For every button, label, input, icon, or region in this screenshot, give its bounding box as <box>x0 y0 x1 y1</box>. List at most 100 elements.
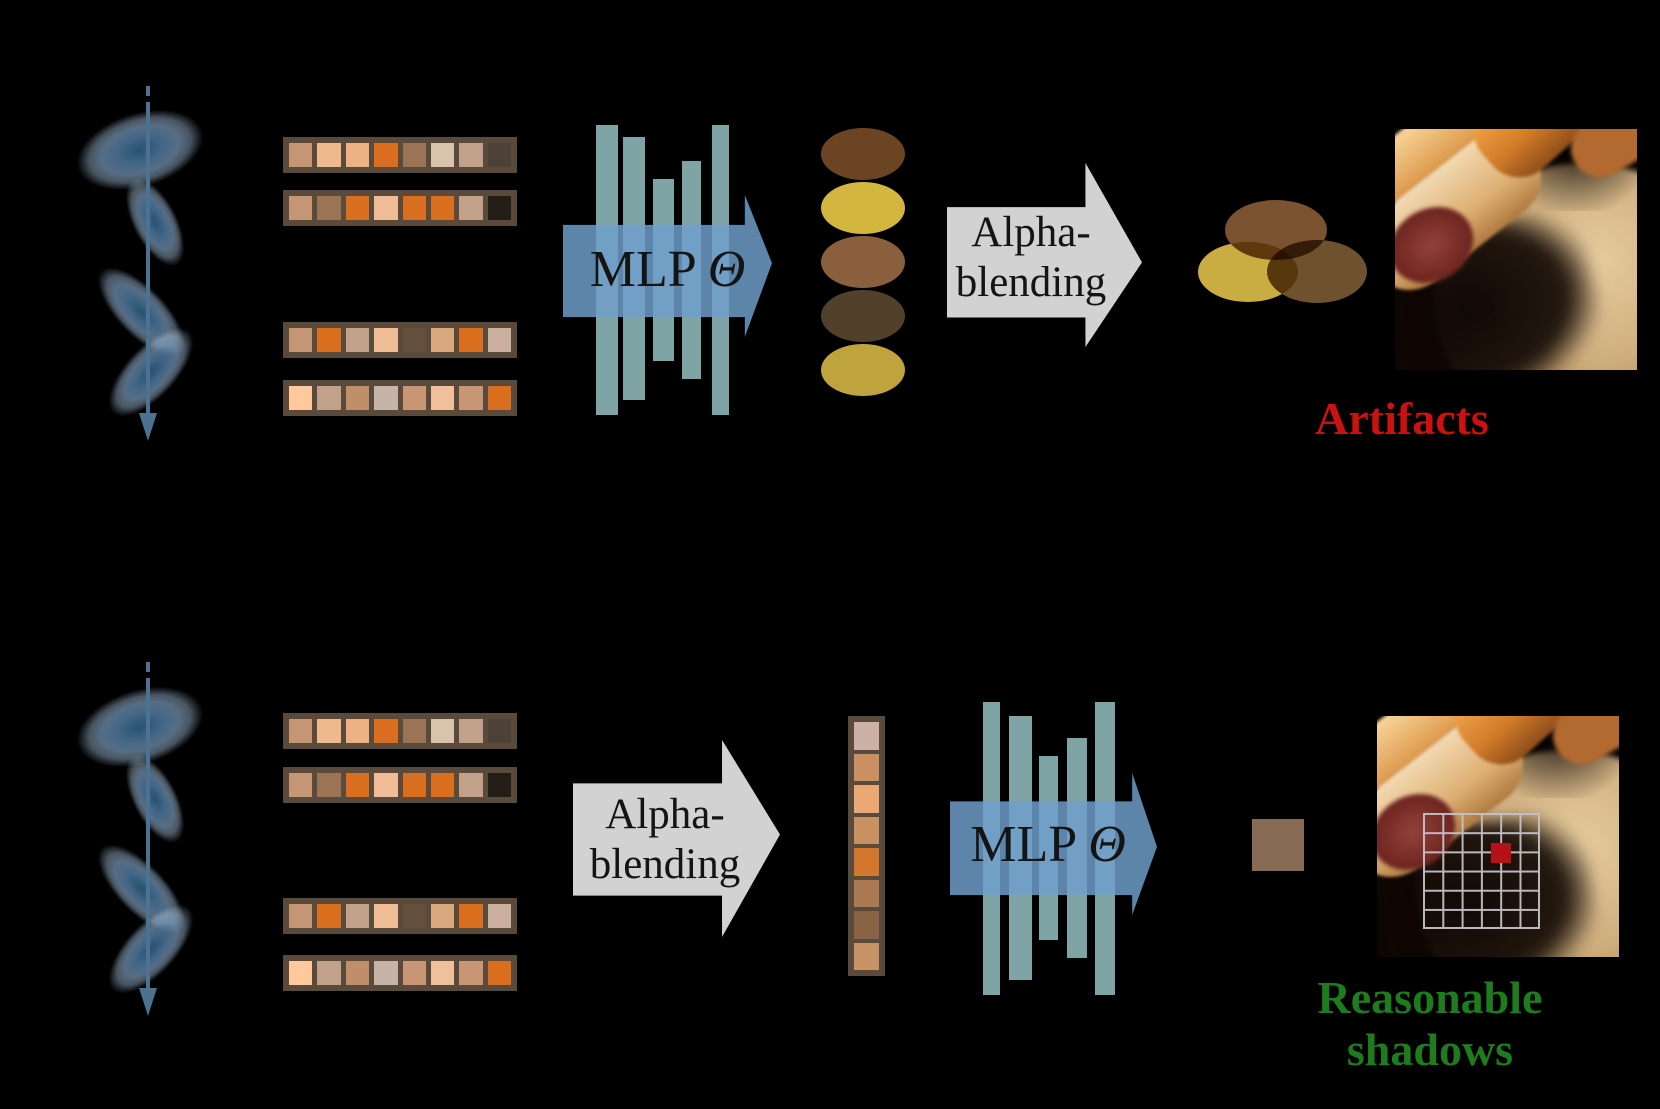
ray-arrow-line <box>146 102 150 413</box>
feature-cell <box>289 328 313 352</box>
feature-cell <box>345 961 370 985</box>
feature-cell <box>459 196 483 220</box>
gaussian-color-ellipse <box>821 236 905 288</box>
feature-cell <box>345 143 370 167</box>
feature-cell <box>854 722 879 750</box>
feature-cell <box>854 785 879 813</box>
feature-cell <box>345 773 370 797</box>
alpha-line1: Alpha- <box>605 791 725 838</box>
feature-cell <box>374 961 398 985</box>
shadows-line1: Reasonable <box>1317 972 1543 1023</box>
feature-cell <box>317 904 341 928</box>
ray-arrowhead-icon <box>139 988 157 1016</box>
feature-cell <box>430 719 455 743</box>
feature-strip <box>283 898 517 934</box>
feature-cell <box>317 328 341 352</box>
feature-cell <box>459 328 483 352</box>
feature-cell <box>374 386 398 410</box>
feature-cell <box>430 196 455 220</box>
gaussian-color-ellipse <box>821 128 905 180</box>
feature-cell <box>430 904 455 928</box>
pixel-grid-overlay <box>1423 813 1540 929</box>
feature-cell <box>317 773 341 797</box>
feature-cell <box>430 386 455 410</box>
gaussian-color-ellipse <box>821 182 905 234</box>
feature-cell <box>487 328 511 352</box>
theta-symbol: Θ <box>707 241 746 298</box>
feature-cell <box>459 961 483 985</box>
feature-cell <box>402 196 426 220</box>
theta-symbol: Θ <box>1088 816 1126 873</box>
feature-cell <box>459 773 483 797</box>
feature-cell <box>854 816 879 844</box>
feature-cell <box>374 196 398 220</box>
feature-cell <box>854 911 879 939</box>
feature-strip <box>283 322 517 358</box>
feature-cell <box>854 942 879 970</box>
gaussian-color-stack <box>821 128 905 398</box>
feature-cell <box>345 196 370 220</box>
feature-cell <box>402 719 426 743</box>
feature-cell <box>402 904 426 928</box>
feature-cell <box>459 386 483 410</box>
feature-cell <box>317 196 341 220</box>
blend-ellipse-top <box>1225 200 1327 260</box>
feature-cell <box>289 773 313 797</box>
blended-feature-vector <box>848 716 885 976</box>
alpha-line2: blending <box>955 259 1107 306</box>
feature-strip <box>283 380 517 416</box>
feature-cell <box>289 904 313 928</box>
alpha-line1: Alpha- <box>971 209 1091 256</box>
rendered-image-artifacts <box>1395 129 1637 370</box>
ray-arrowhead-icon <box>139 413 157 441</box>
feature-cell <box>487 143 511 167</box>
feature-cell <box>854 879 879 907</box>
output-color-square <box>1252 819 1304 871</box>
alpha-line2: blending <box>589 841 741 888</box>
feature-cell <box>459 719 483 743</box>
gaussian-color-ellipse <box>821 344 905 396</box>
artifacts-caption: Artifacts <box>1315 393 1489 444</box>
feature-cell <box>430 328 455 352</box>
alpha-blending-label-top: Alpha- blending <box>947 208 1115 308</box>
alpha-blending-label-bottom: Alpha- blending <box>573 790 757 890</box>
feature-cell <box>402 328 426 352</box>
mlp-label: MLP Θ <box>950 815 1146 875</box>
feature-cell <box>289 719 313 743</box>
feature-cell <box>374 904 398 928</box>
feature-cell <box>459 904 483 928</box>
feature-cell <box>487 719 511 743</box>
feature-cell <box>345 386 370 410</box>
feature-cell <box>345 719 370 743</box>
feature-cell <box>430 961 455 985</box>
mlp-label: MLP Θ <box>563 240 772 300</box>
feature-cell <box>487 386 511 410</box>
feature-cell <box>317 143 341 167</box>
feature-cell <box>345 328 370 352</box>
feature-strip <box>283 137 517 173</box>
blended-colors <box>1190 195 1380 310</box>
feature-cell <box>374 328 398 352</box>
feature-cell <box>402 143 426 167</box>
feature-cell <box>402 773 426 797</box>
feature-cell <box>854 848 879 876</box>
feature-cell <box>402 961 426 985</box>
feature-cell <box>487 196 511 220</box>
feature-cell <box>430 143 455 167</box>
feature-strip <box>283 713 517 749</box>
feature-cell <box>289 196 313 220</box>
feature-cell <box>459 143 483 167</box>
feature-cell <box>345 904 370 928</box>
feature-cell <box>430 773 455 797</box>
feature-cell <box>854 753 879 781</box>
highlighted-pixel <box>1491 843 1511 863</box>
feature-cell <box>317 719 341 743</box>
rendered-image-shadows <box>1377 716 1619 957</box>
feature-cell <box>289 143 313 167</box>
mlp-text: MLP <box>589 241 695 298</box>
feature-cell <box>374 773 398 797</box>
gaussian-color-ellipse <box>821 290 905 342</box>
feature-cell <box>487 961 511 985</box>
feature-cell <box>487 904 511 928</box>
